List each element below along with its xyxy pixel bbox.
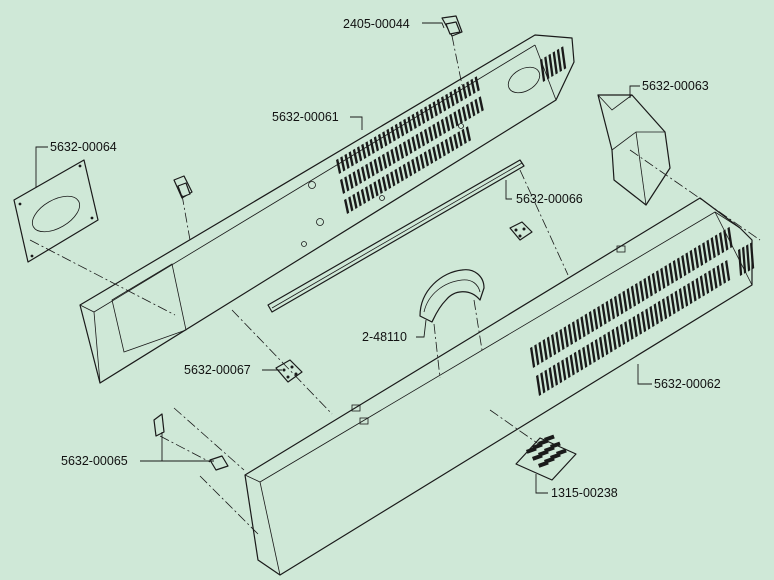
callout-5632-00064: 5632-00064 [50, 140, 117, 154]
bracket-top [441, 15, 463, 37]
side-plate [13, 159, 99, 263]
bracket-left [173, 175, 193, 199]
callout-5632-00067: 5632-00067 [184, 363, 251, 377]
callout-5632-00061: 5632-00061 [272, 110, 339, 124]
callout-5632-00063: 5632-00063 [642, 79, 709, 93]
end-cap [597, 94, 671, 206]
callout-5632-00065: 5632-00065 [61, 454, 128, 468]
rail [267, 159, 525, 313]
callout-5632-00066: 5632-00066 [516, 192, 583, 206]
upper-louvered-panel [79, 34, 575, 384]
callout-leaders [35, 22, 652, 494]
upper-louver-slots [336, 46, 567, 214]
callout-1315-00238: 1315-00238 [551, 486, 618, 500]
callout-2-48110: 2-48110 [362, 330, 407, 344]
assembly-lines [29, 35, 761, 537]
filter-grille [515, 434, 577, 481]
callout-5632-00062: 5632-00062 [654, 377, 721, 391]
lower-louver-slots [530, 226, 755, 396]
handle [419, 269, 485, 323]
plate-bracket-right [509, 221, 533, 241]
small-clip [153, 413, 229, 471]
callout-2405-00044: 2405-00044 [343, 17, 410, 31]
